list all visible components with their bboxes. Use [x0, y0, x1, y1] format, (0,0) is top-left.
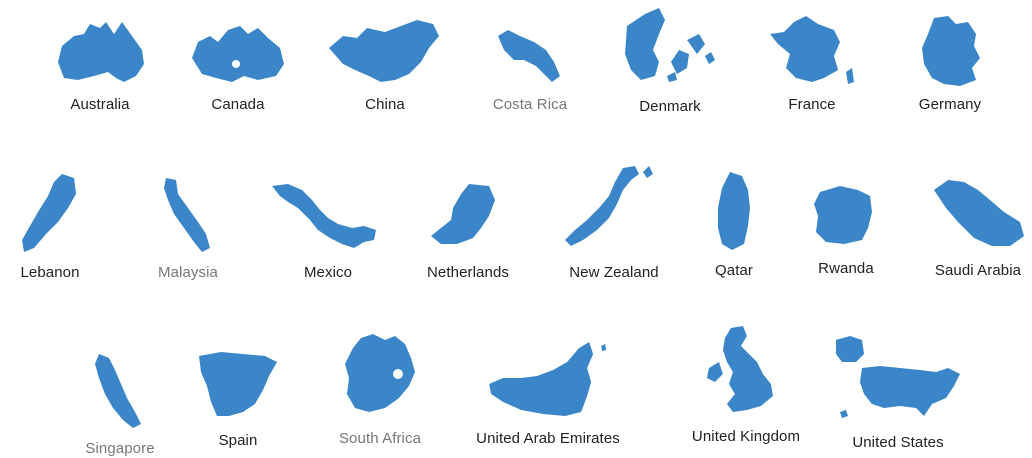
country-label: Costa Rica — [492, 96, 568, 113]
australia-shape-icon — [58, 22, 144, 82]
country-canada: Canada — [188, 18, 288, 113]
mexico-shape-icon — [272, 184, 376, 248]
country-label: China — [365, 96, 405, 113]
country-new-zealand: New Zealand — [559, 162, 669, 281]
country-label: Malaysia — [158, 264, 218, 281]
country-label: Saudi Arabia — [934, 262, 1022, 279]
country-label: Australia — [70, 96, 130, 113]
china-shape-icon — [329, 20, 439, 82]
country-malaysia: Malaysia — [148, 172, 228, 281]
country-mexico: Mexico — [268, 178, 388, 281]
france-shape-icon — [770, 16, 854, 84]
country-label: Spain — [218, 432, 258, 449]
country-china: China — [325, 18, 445, 113]
country-label: United Arab Emirates — [476, 430, 620, 447]
country-france: France — [764, 12, 860, 113]
united-states-shape-icon — [836, 336, 960, 418]
denmark-shape-icon — [625, 8, 715, 82]
country-label: United States — [852, 434, 944, 451]
country-label: South Africa — [338, 430, 422, 447]
country-label: Germany — [918, 96, 982, 113]
country-costa-rica: Costa Rica — [490, 20, 570, 113]
united-kingdom-shape-icon — [706, 326, 773, 412]
country-label: Mexico — [303, 264, 353, 281]
costa-rica-shape-icon — [498, 30, 560, 82]
country-spain: Spain — [193, 346, 283, 449]
country-label: Denmark — [639, 98, 701, 115]
qatar-shape-icon — [718, 172, 750, 250]
country-lebanon: Lebanon — [10, 168, 90, 281]
malaysia-shape-icon — [164, 178, 210, 252]
south-africa-shape-icon — [345, 334, 415, 412]
country-label: Rwanda — [818, 260, 874, 277]
country-united-states: United States — [828, 328, 968, 451]
country-rwanda: Rwanda — [806, 180, 886, 277]
country-label: Canada — [211, 96, 265, 113]
singapore-shape-icon — [95, 354, 141, 428]
lebanon-shape-icon — [22, 174, 76, 252]
country-netherlands: Netherlands — [423, 178, 513, 281]
germany-shape-icon — [922, 16, 980, 86]
saudi-arabia-shape-icon — [934, 180, 1024, 246]
country-label: France — [788, 96, 836, 113]
country-uae: United Arab Emirates — [476, 336, 620, 447]
country-australia: Australia — [50, 18, 150, 113]
canada-shape-icon — [192, 26, 284, 82]
country-label: Qatar — [714, 262, 753, 279]
spain-shape-icon — [199, 352, 277, 416]
country-label: New Zealand — [569, 264, 659, 281]
new-zealand-shape-icon — [565, 166, 653, 246]
country-south-africa: South Africa — [335, 328, 425, 447]
country-germany: Germany — [910, 12, 990, 113]
country-label: Netherlands — [427, 264, 509, 281]
country-united-kingdom: United Kingdom — [692, 322, 800, 445]
country-singapore: Singapore — [85, 350, 155, 457]
country-saudi-arabia: Saudi Arabia — [928, 176, 1028, 279]
country-label: Lebanon — [20, 264, 80, 281]
country-qatar: Qatar — [704, 168, 764, 279]
country-label: United Kingdom — [691, 428, 801, 445]
country-denmark: Denmark — [615, 4, 725, 115]
netherlands-shape-icon — [431, 184, 495, 244]
country-label: Singapore — [85, 440, 155, 457]
rwanda-shape-icon — [814, 186, 872, 244]
uae-shape-icon — [488, 342, 606, 416]
